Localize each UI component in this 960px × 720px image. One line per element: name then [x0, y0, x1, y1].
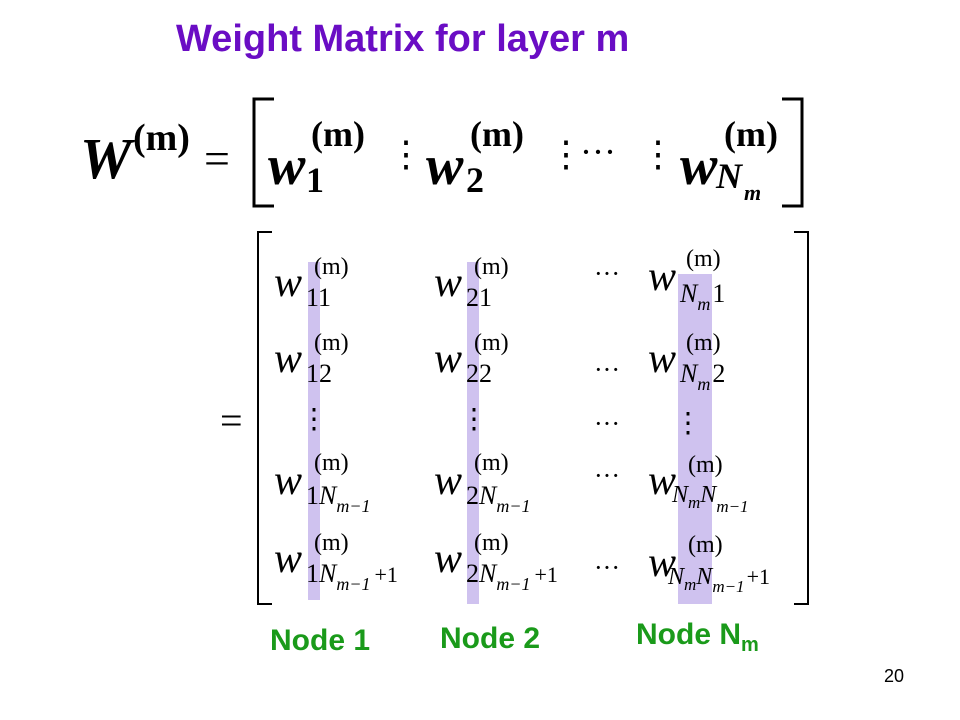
entry-symbol: w [648, 540, 676, 586]
entry-symbol: w [434, 260, 462, 306]
entry-sup: (m) [686, 246, 721, 272]
node-n-text: Node N [636, 618, 741, 651]
node-1-label: Node 1 [270, 624, 371, 657]
node-n-subscript: m [741, 634, 759, 656]
row-hdots: ··· [594, 461, 620, 490]
entry-sub: 2Nm−1 [466, 481, 531, 516]
entry-symbol: w [434, 458, 462, 504]
entry-symbol: w [274, 458, 302, 504]
slide-title: Weight Matrix for layer m [176, 18, 630, 60]
entry-sub: 22 [466, 359, 492, 388]
entry-sup: (m) [688, 452, 723, 478]
vector-w2-sup: (m) [470, 114, 524, 154]
matrix-equals: = [220, 398, 243, 443]
lhs-symbol: W [80, 126, 135, 191]
matrix-left-bracket [257, 231, 272, 605]
page-number: 20 [884, 666, 905, 686]
row-hdots: ··· [594, 355, 620, 384]
matrix-vdots-row: ⋮ ⋮ ··· ⋮ [300, 404, 702, 439]
entry-sup: (m) [474, 254, 509, 280]
row-hdots: ··· [594, 553, 620, 582]
node-n-label: Node Nm [636, 618, 759, 657]
entry-sub: 11 [306, 283, 331, 312]
matrix-right-bracket [794, 231, 809, 605]
matrix-row: w (m) 1Nm−1+1 w (m) 2Nm−1+1 ··· w (m) Nm… [274, 530, 770, 596]
entry-symbol: w [648, 336, 676, 382]
entry-sup: (m) [314, 330, 349, 356]
entry-symbol: w [434, 536, 462, 582]
vector-w2: w [426, 135, 464, 197]
top-vdots-3: ⋮ [640, 134, 676, 174]
vdots-col-2: ⋮ [460, 404, 488, 435]
top-vdots-2: ⋮ [548, 134, 584, 174]
lhs-superscript: (m) [133, 117, 190, 159]
entry-symbol: w [274, 336, 302, 382]
highlight-column-2 [467, 262, 479, 604]
entry-symbol: w [648, 458, 676, 504]
matrix-row: w (m) 12 w (m) 22 ··· w (m) Nm2 [274, 330, 725, 394]
entry-sub: NmNm−1+1 [667, 564, 770, 596]
vdots-col-n: ⋮ [674, 408, 702, 439]
top-left-bracket [252, 97, 274, 208]
vector-w1-sup: (m) [311, 114, 365, 154]
entry-sub: 1Nm−1+1 [306, 559, 398, 594]
entry-symbol: w [434, 336, 462, 382]
entry-sub: NmNm−1 [671, 482, 749, 516]
entry-sub: 21 [466, 283, 492, 312]
matrix-row: w (m) 11 w (m) 21 ··· w (m) Nm1 [274, 246, 725, 314]
highlight-column-n [678, 274, 712, 604]
vdots-col-1: ⋮ [300, 404, 328, 435]
entry-sub: 12 [306, 359, 332, 388]
entry-sup: (m) [314, 254, 349, 280]
vector-w1-sub: 1 [306, 160, 324, 200]
vector-wn-sup: (m) [724, 114, 778, 154]
entry-sub: 2Nm−1+1 [466, 559, 558, 594]
row-hdots: ··· [594, 259, 620, 288]
entry-sub: Nm1 [679, 279, 725, 314]
vector-wn-sub: N [715, 156, 744, 196]
expanded-matrix: = w (m) 11 w (m) 21 ··· w (m) Nm1 w (m) … [220, 231, 809, 605]
top-hdots: ··· [580, 132, 616, 172]
entry-sup: (m) [688, 532, 723, 558]
entry-sup: (m) [314, 530, 349, 556]
top-right-bracket [782, 97, 804, 208]
vector-wn-subsub: m [744, 180, 761, 205]
matrix-row: w (m) 1Nm−1 w (m) 2Nm−1 ··· w (m) NmNm−1 [274, 450, 749, 516]
entry-sup: (m) [474, 450, 509, 476]
entry-symbol: w [274, 536, 302, 582]
top-equals: = [204, 133, 230, 184]
entry-sup: (m) [474, 330, 509, 356]
vector-w1: w [268, 135, 306, 197]
column-highlights [308, 262, 712, 604]
entry-sub: 1Nm−1 [306, 481, 371, 516]
entry-sub: Nm2 [679, 359, 725, 394]
vector-wn: w [680, 135, 718, 197]
entry-sup: (m) [314, 450, 349, 476]
entry-symbol: w [648, 254, 676, 300]
entry-symbol: w [274, 260, 302, 306]
row-hdots: ··· [594, 409, 620, 438]
vector-w2-sub: 2 [466, 160, 484, 200]
entry-sup: (m) [686, 330, 721, 356]
top-vdots-1: ⋮ [388, 134, 424, 174]
vector-form: W (m) = w (m) 1 ⋮ w (m) 2 ⋮ ··· ⋮ w (m) … [80, 97, 804, 208]
node-2-label: Node 2 [440, 622, 541, 655]
entry-sup: (m) [474, 530, 509, 556]
highlight-column-1 [308, 262, 320, 600]
